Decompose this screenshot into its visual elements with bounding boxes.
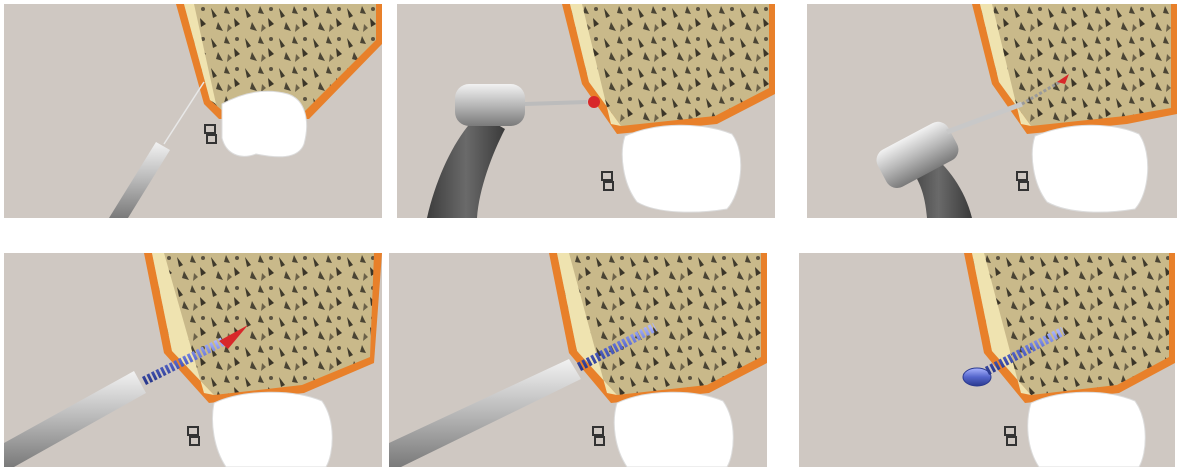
tooth-crown xyxy=(213,392,333,467)
bracket-icon xyxy=(593,427,604,445)
illustration xyxy=(389,253,767,467)
probe-handle xyxy=(109,142,170,218)
drill-shank xyxy=(947,104,1022,132)
bur-tip xyxy=(588,96,600,108)
bracket-icon xyxy=(188,427,199,445)
panel-round-bur xyxy=(397,4,775,218)
screwdriver-shaft xyxy=(4,371,146,467)
tooth-crown xyxy=(1032,125,1147,212)
illustration xyxy=(397,4,775,218)
illustration xyxy=(807,4,1177,218)
handpiece-head xyxy=(455,84,525,126)
tooth-crown xyxy=(614,392,733,467)
bracket-icon xyxy=(602,172,613,190)
panel-screw-insertion xyxy=(4,253,382,467)
bracket-icon xyxy=(205,125,216,143)
screw-head xyxy=(963,368,991,386)
probe-needle xyxy=(164,82,204,144)
tooth-crown xyxy=(622,125,740,212)
hose xyxy=(427,114,505,218)
panel-screw-inserted xyxy=(389,253,767,467)
tooth-crown xyxy=(222,91,307,157)
panel-screw-in-place xyxy=(799,253,1175,467)
illustration xyxy=(4,253,382,467)
panel-probe xyxy=(4,4,382,218)
illustration xyxy=(4,4,382,218)
tooth-crown xyxy=(1028,392,1146,467)
screwdriver-shaft xyxy=(389,359,581,467)
bracket-icon xyxy=(1005,427,1016,445)
bur-shank xyxy=(525,102,587,104)
bracket-icon xyxy=(1017,172,1028,190)
panel-pilot-drill xyxy=(807,4,1177,218)
illustration xyxy=(799,253,1175,467)
